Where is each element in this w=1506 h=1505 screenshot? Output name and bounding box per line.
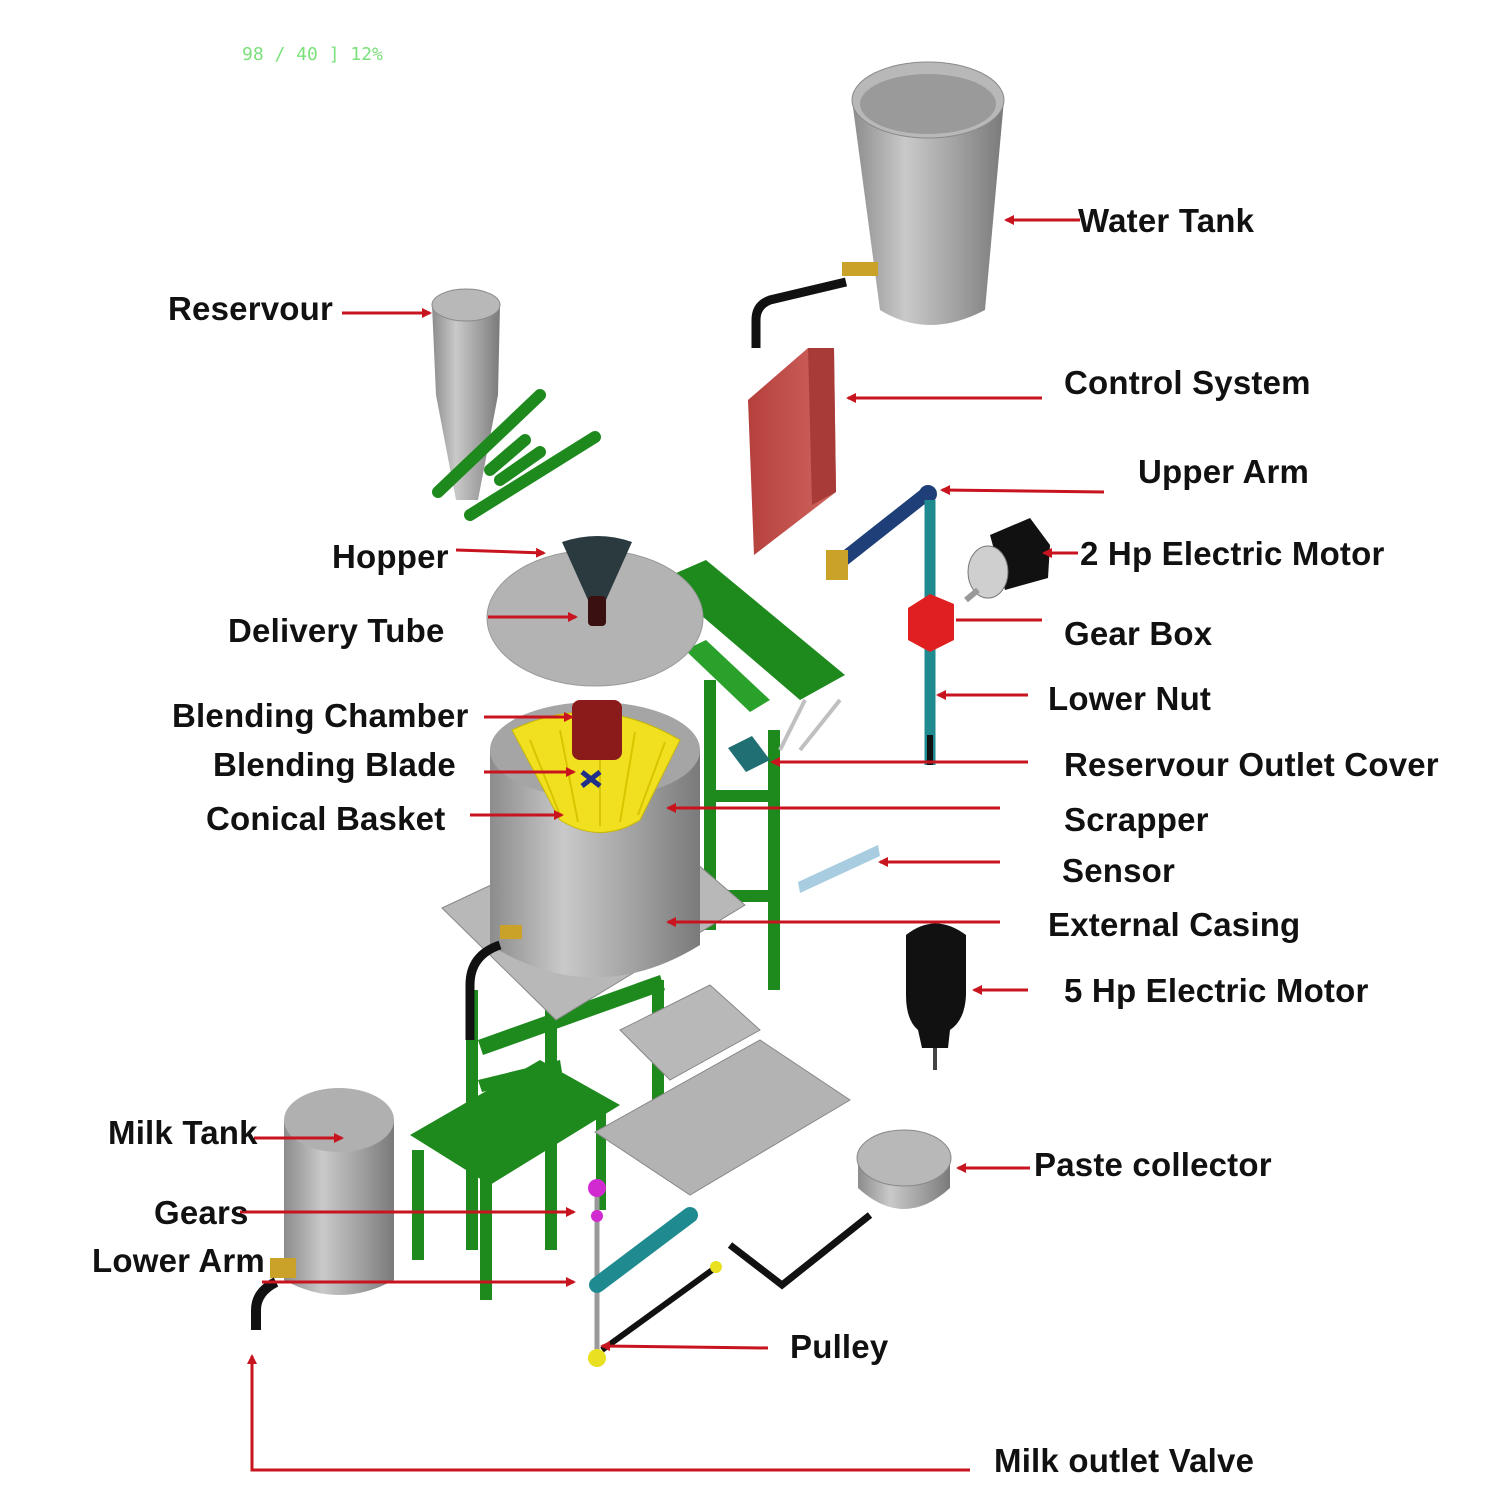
label-reservour-outlet-cover: Reservour Outlet Cover — [1064, 746, 1439, 783]
reservour-outlet-cover — [728, 698, 842, 772]
reservour — [431, 288, 601, 521]
trays — [594, 984, 851, 1196]
arrow-milk-outlet-valve — [247, 1354, 970, 1472]
label-conical-basket: Conical Basket — [206, 800, 446, 837]
blending-blade — [580, 770, 602, 788]
label-scrapper: Scrapper — [1064, 801, 1209, 838]
blending-chamber — [572, 700, 622, 788]
label-lower-arm: Lower Arm — [92, 1242, 265, 1279]
gears — [588, 1179, 606, 1197]
label-lower-nut: Lower Nut — [1048, 680, 1212, 717]
label-external-casing: External Casing — [1048, 906, 1301, 943]
leader-arrows — [240, 215, 1105, 1472]
label-gears: Gears — [154, 1194, 249, 1231]
label-water-tank: Water Tank — [1078, 202, 1255, 239]
lower-arm-assembly — [588, 1179, 722, 1367]
milk-tank — [251, 1088, 394, 1330]
label-2hp-electric-motor: 2 Hp Electric Motor — [1080, 535, 1385, 572]
label-blending-blade: Blending Blade — [213, 746, 456, 783]
delivery-tube — [588, 596, 606, 626]
lid — [486, 536, 704, 687]
label-blending-chamber: Blending Chamber — [172, 697, 469, 734]
gear-box — [908, 594, 954, 652]
arrow-hopper — [455, 547, 546, 558]
label-control-system: Control System — [1064, 364, 1311, 401]
paste-collector — [727, 1129, 952, 1290]
label-delivery-tube: Delivery Tube — [228, 612, 445, 649]
label-paste-collector: Paste collector — [1034, 1146, 1272, 1183]
label-reservour: Reservour — [168, 290, 334, 327]
label-hopper: Hopper — [332, 538, 449, 575]
label-milk-tank: Milk Tank — [108, 1114, 258, 1151]
label-pulley: Pulley — [790, 1328, 889, 1365]
reservour-stand — [432, 389, 601, 521]
hud-readout: 98 / 40 ] 12% — [242, 44, 383, 65]
water-tank — [751, 61, 1005, 348]
control-system-box — [748, 348, 836, 555]
label-gear-box: Gear Box — [1064, 615, 1213, 652]
pulley — [588, 1349, 606, 1367]
label-milk-outlet-valve: Milk outlet Valve — [994, 1442, 1255, 1479]
label-upper-arm: Upper Arm — [1138, 453, 1310, 490]
upper-arm-assembly — [826, 485, 954, 765]
sensor — [798, 845, 880, 893]
label-5hp-electric-motor: 5 Hp Electric Motor — [1064, 972, 1369, 1009]
label-sensor: Sensor — [1062, 852, 1176, 889]
motor-5hp — [906, 923, 966, 1070]
arrow-pulley — [600, 1341, 769, 1352]
motor-2hp — [964, 518, 1050, 603]
arrow-upper-arm — [940, 485, 1105, 496]
hopper — [562, 536, 632, 600]
